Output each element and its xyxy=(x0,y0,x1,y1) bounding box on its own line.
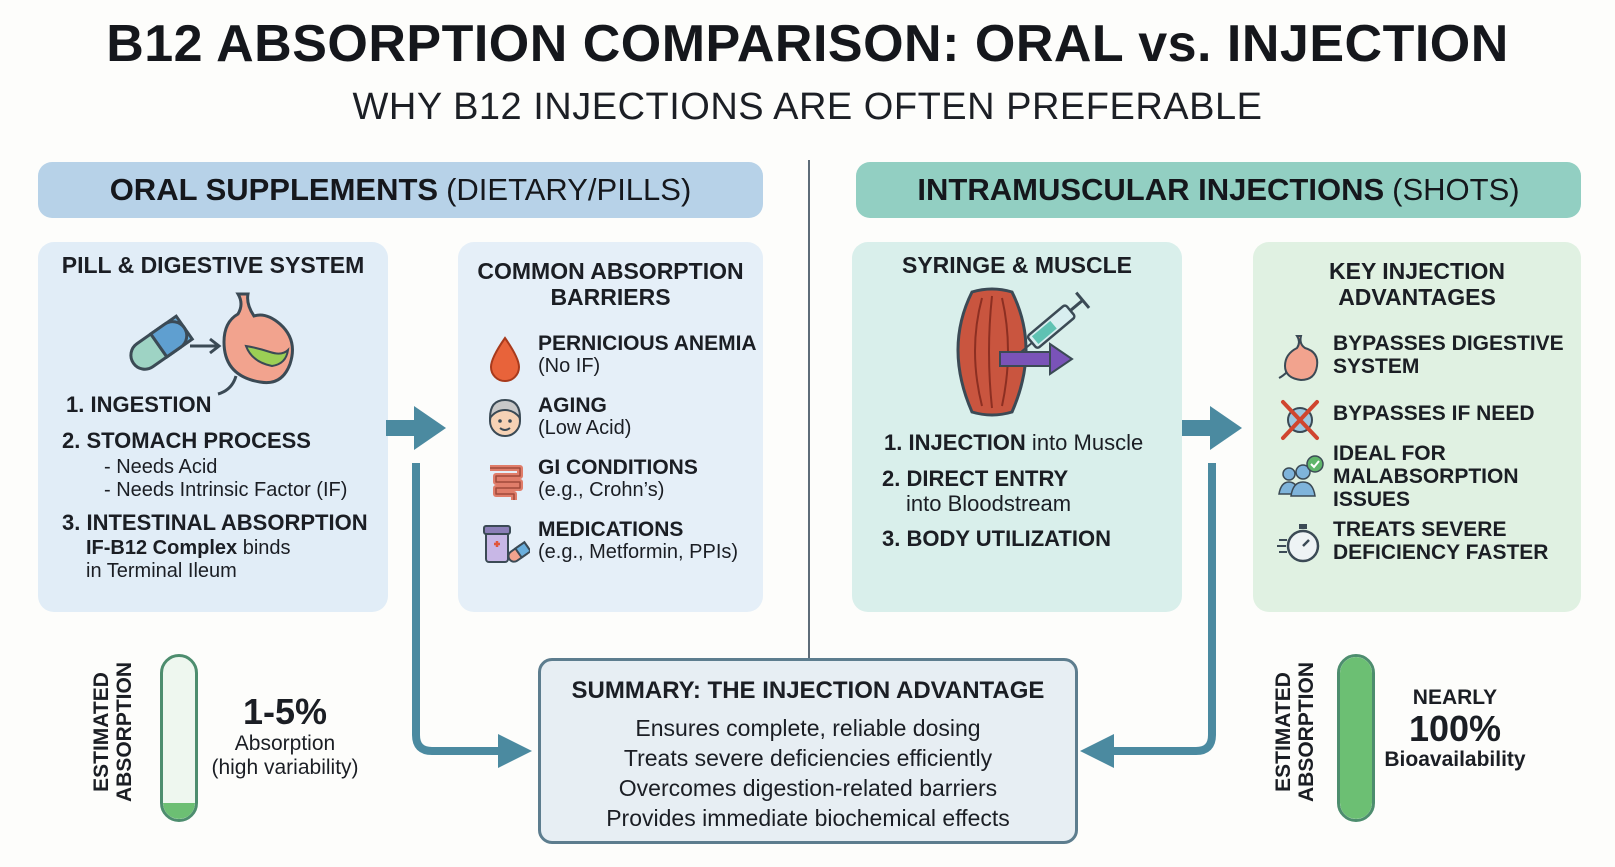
injection-absorption-text: NEARLY 100% Bioavailability xyxy=(1380,686,1530,772)
oral-absorption-vertical-label: ESTIMATED ABSORPTION xyxy=(90,662,136,803)
barrier-item-aging: AGING(Low Acid) xyxy=(480,394,631,444)
summary-line-1: Ensures complete, reliable dosing xyxy=(635,715,981,741)
oral-step-stomach: 2. STOMACH PROCESS xyxy=(62,428,311,453)
advantage-item-bypasses-if: BYPASSES IF NEED xyxy=(1275,394,1535,444)
pill-stomach-icon xyxy=(129,292,294,396)
center-divider xyxy=(808,160,810,660)
injection-step-3: 3. BODY UTILIZATION xyxy=(882,526,1111,551)
injection-to-summary-connector xyxy=(1112,463,1216,755)
oral-step-ingestion: 1. INGESTION xyxy=(66,392,212,417)
page-subtitle: WHY B12 INJECTIONS ARE OFTEN PREFERABLE xyxy=(352,86,1263,128)
injection-flow-arrow-shaft xyxy=(1182,420,1212,436)
injection-absorption-gauge xyxy=(1337,654,1375,822)
injection-absorption-prefix: NEARLY xyxy=(1412,686,1498,709)
barriers-title-2: BARRIERS xyxy=(550,284,671,310)
injection-flow-arrow-head xyxy=(1210,406,1242,450)
oral-to-summary-connector xyxy=(412,463,500,755)
injection-step-1: 1. INJECTION into Muscle xyxy=(884,430,1144,455)
absorption-barriers-card: COMMON ABSORPTION BARRIERS PERNICIOUS AN… xyxy=(458,242,763,612)
group-check-icon xyxy=(1278,455,1324,497)
stomach-icon xyxy=(1278,335,1319,382)
injection-absorption-vertical-label: ESTIMATED ABSORPTION xyxy=(1272,662,1318,803)
oral-step-intestinal-detail-2: in Terminal Ileum xyxy=(86,560,237,582)
summary-title: SUMMARY: THE INJECTION ADVANTAGE xyxy=(571,677,1045,704)
injection-process-title: SYRINGE & MUSCLE xyxy=(901,252,1133,278)
oral-absorption-gauge-fill xyxy=(163,803,195,819)
oral-step-stomach-sub2: - Needs Intrinsic Factor (IF) xyxy=(104,479,348,501)
injection-absorption-gauge-fill xyxy=(1340,657,1372,819)
advantages-title-1: KEY INJECTION xyxy=(1329,258,1505,284)
elderly-face-icon xyxy=(488,398,522,437)
injection-step-2: 2. DIRECT ENTRY xyxy=(882,466,1069,491)
injection-advantages-card: KEY INJECTION ADVANTAGES BYPASSES DIGEST… xyxy=(1253,242,1581,612)
oral-header-bold: ORAL SUPPLEMENTS xyxy=(109,172,439,207)
stopwatch-icon xyxy=(1277,524,1320,563)
injection-step-2-detail: into Bloodstream xyxy=(906,491,1072,516)
oral-absorption-note: (high variability) xyxy=(211,756,359,779)
blood-drop-icon xyxy=(489,336,521,382)
oral-absorption-text: 1-5% Absorption (high variability) xyxy=(205,692,365,780)
injection-header-bold: INTRAMUSCULAR INJECTIONS xyxy=(917,172,1385,207)
injection-process-card: SYRINGE & MUSCLE 1. INJECTION into Muscl… xyxy=(852,242,1182,612)
summary-line-3: Overcomes digestion-related barriers xyxy=(618,775,998,801)
barrier-item-pernicious-anemia: PERNICIOUS ANEMIA(No IF) xyxy=(480,332,757,382)
oral-step-stomach-sub1: - Needs Acid xyxy=(104,456,218,478)
barrier-item-medications: MEDICATIONS(e.g., Metformin, PPIs) xyxy=(480,518,738,568)
injection-section-header: INTRAMUSCULAR INJECTIONS (SHOTS) xyxy=(856,162,1581,218)
oral-absorption-label: Absorption xyxy=(234,732,336,755)
oral-step-intestinal: 3. INTESTINAL ABSORPTION xyxy=(62,510,368,535)
oral-section-header: ORAL SUPPLEMENTS (DIETARY/PILLS) xyxy=(38,162,763,218)
barriers-title-1: COMMON ABSORPTION xyxy=(477,258,744,284)
intestine-icon xyxy=(490,465,523,500)
injection-absorption-label: Bioavailability xyxy=(1384,748,1526,771)
oral-flow-arrow-shaft xyxy=(386,420,416,436)
medication-icon xyxy=(483,525,530,563)
oral-header-rest: (DIETARY/PILLS) xyxy=(446,172,692,207)
oral-to-summary-arrowhead xyxy=(498,734,532,768)
oral-flow-arrow-head xyxy=(414,406,446,450)
oral-absorption-gauge xyxy=(160,654,198,822)
oral-step-intestinal-detail: IF-B12 Complex binds xyxy=(86,537,291,559)
oral-absorption-value: 1-5% xyxy=(242,691,328,732)
summary-line-2: Treats severe deficiencies efficiently xyxy=(623,745,993,771)
injection-header-rest: (SHOTS) xyxy=(1392,172,1520,207)
advantages-title-2: ADVANTAGES xyxy=(1338,284,1496,310)
oral-process-card: PILL & DIGESTIVE SYSTEM 1. INGESTION 2. … xyxy=(38,242,388,612)
barrier-item-gi-conditions: GI CONDITIONS(e.g., Crohn’s) xyxy=(480,456,698,506)
crossed-out-icon xyxy=(1281,400,1319,440)
page-title: B12 ABSORPTION COMPARISON: ORAL vs. INJE… xyxy=(106,15,1509,73)
oral-process-title: PILL & DIGESTIVE SYSTEM xyxy=(61,252,365,278)
injection-to-summary-arrowhead xyxy=(1080,734,1114,768)
summary-line-4: Provides immediate biochemical effects xyxy=(606,805,1010,831)
injection-absorption-value: 100% xyxy=(1408,708,1502,749)
syringe-muscle-icon xyxy=(956,287,1091,417)
summary-box: SUMMARY: THE INJECTION ADVANTAGE Ensures… xyxy=(538,658,1078,844)
